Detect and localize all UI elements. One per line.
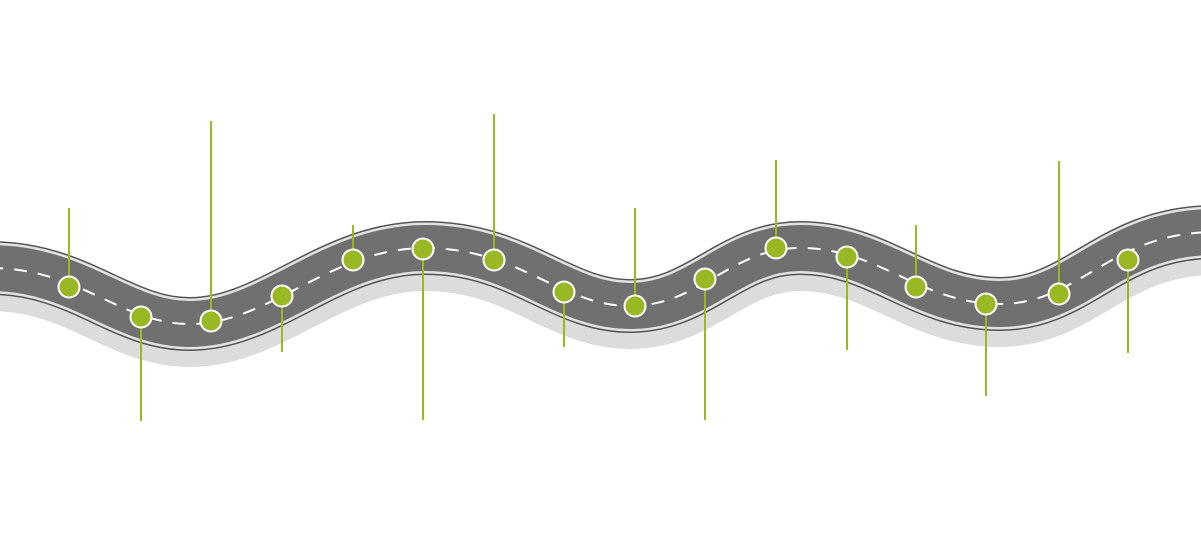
milestone-15-marker — [1047, 282, 1071, 306]
milestone-6-marker — [411, 237, 435, 261]
milestone-11-marker — [764, 236, 788, 260]
milestone-9-marker — [623, 294, 647, 318]
milestone-2-marker — [129, 305, 153, 329]
milestone-8-marker — [552, 280, 576, 304]
leader-lines — [68, 114, 1129, 421]
milestone-4-marker — [270, 284, 294, 308]
milestone-3-marker — [199, 309, 223, 333]
milestone-14-marker — [974, 292, 998, 316]
road — [0, 205, 1201, 368]
milestone-13-marker — [904, 275, 928, 299]
milestone-markers — [57, 236, 1140, 333]
milestone-10-marker — [693, 267, 717, 291]
milestone-7-marker — [482, 248, 506, 272]
milestone-1-marker — [57, 275, 81, 299]
milestone-16-marker — [1116, 248, 1140, 272]
milestone-12-marker — [835, 245, 859, 269]
milestone-5-marker — [341, 248, 365, 272]
